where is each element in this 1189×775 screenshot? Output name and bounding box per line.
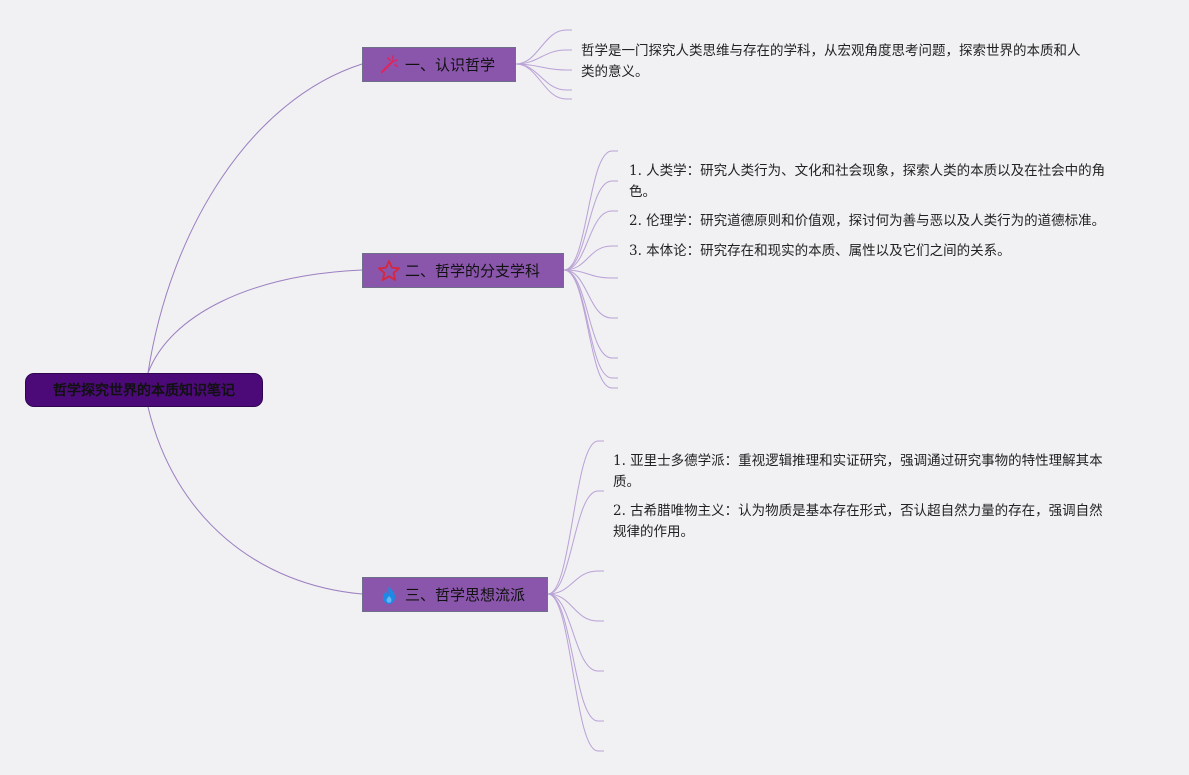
branch-connector <box>515 49 567 65</box>
leaf-note[interactable]: 3. 本体论：研究存在和现实的本质、属性以及它们之间的关系。 <box>629 243 1011 259</box>
root-topic[interactable]: 哲学探究世界的本质知识笔记 <box>25 373 263 407</box>
branch-connector <box>563 269 613 379</box>
branch-topic-subdisciplines[interactable]: 二、哲学的分支学科 <box>362 253 564 288</box>
branch-connector <box>563 180 613 271</box>
branch-topic-label: 二、哲学的分支学科 <box>405 262 541 280</box>
branch-connector <box>563 269 613 319</box>
leaf-note[interactable]: 2. 伦理学：研究道德原则和价值观，探讨何为善与恶以及人类行为的道德标准。 <box>629 213 1106 229</box>
branch-topic-schools[interactable]: 三、哲学思想流派 <box>362 577 548 612</box>
branch-connector <box>547 570 599 595</box>
magic-wand-icon <box>377 53 401 77</box>
root-connector <box>147 406 363 595</box>
leaf-note[interactable]: 2. 古希腊唯物主义：认为物质是基本存在形式，否认超自然力量的存在，强调自然规律… <box>613 503 1103 540</box>
leaf-note[interactable]: 1. 人类学：研究人类行为、文化和社会现象，探索人类的本质以及在社会中的角色。 <box>629 163 1106 200</box>
branch-connector <box>563 269 613 389</box>
branch-connector <box>547 593 599 672</box>
flame-icon <box>377 583 401 607</box>
branch-connector <box>547 490 599 595</box>
branch-connector <box>515 63 567 91</box>
branch-connector <box>515 63 567 100</box>
branch-connector <box>547 593 599 622</box>
branch-connector <box>563 210 613 271</box>
branch-connector <box>563 269 613 359</box>
branch-connector <box>563 269 613 279</box>
branch-topic-understanding[interactable]: 一、认识哲学 <box>362 47 516 82</box>
root-connector <box>147 269 363 374</box>
branch-connector <box>563 245 613 271</box>
branch-topic-label: 三、哲学思想流派 <box>405 586 526 604</box>
branch-connector <box>547 593 599 752</box>
leaf-note[interactable]: 1. 亚里士多德学派：重视逻辑推理和实证研究，强调通过研究事物的特性理解其本质。 <box>613 453 1103 490</box>
branch-connector <box>547 440 599 595</box>
root-topic-label: 哲学探究世界的本质知识笔记 <box>53 383 235 399</box>
branch-connector <box>563 150 613 271</box>
branch-topic-label: 一、认识哲学 <box>405 56 496 74</box>
leaf-note[interactable]: 哲学是一门探究人类思维与存在的学科，从宏观角度思考问题，探索世界的本质和人类的意… <box>581 43 1081 80</box>
root-connector <box>147 63 363 374</box>
star-outline-icon <box>377 259 401 283</box>
branch-connector <box>547 593 599 722</box>
branch-connector <box>515 29 567 65</box>
